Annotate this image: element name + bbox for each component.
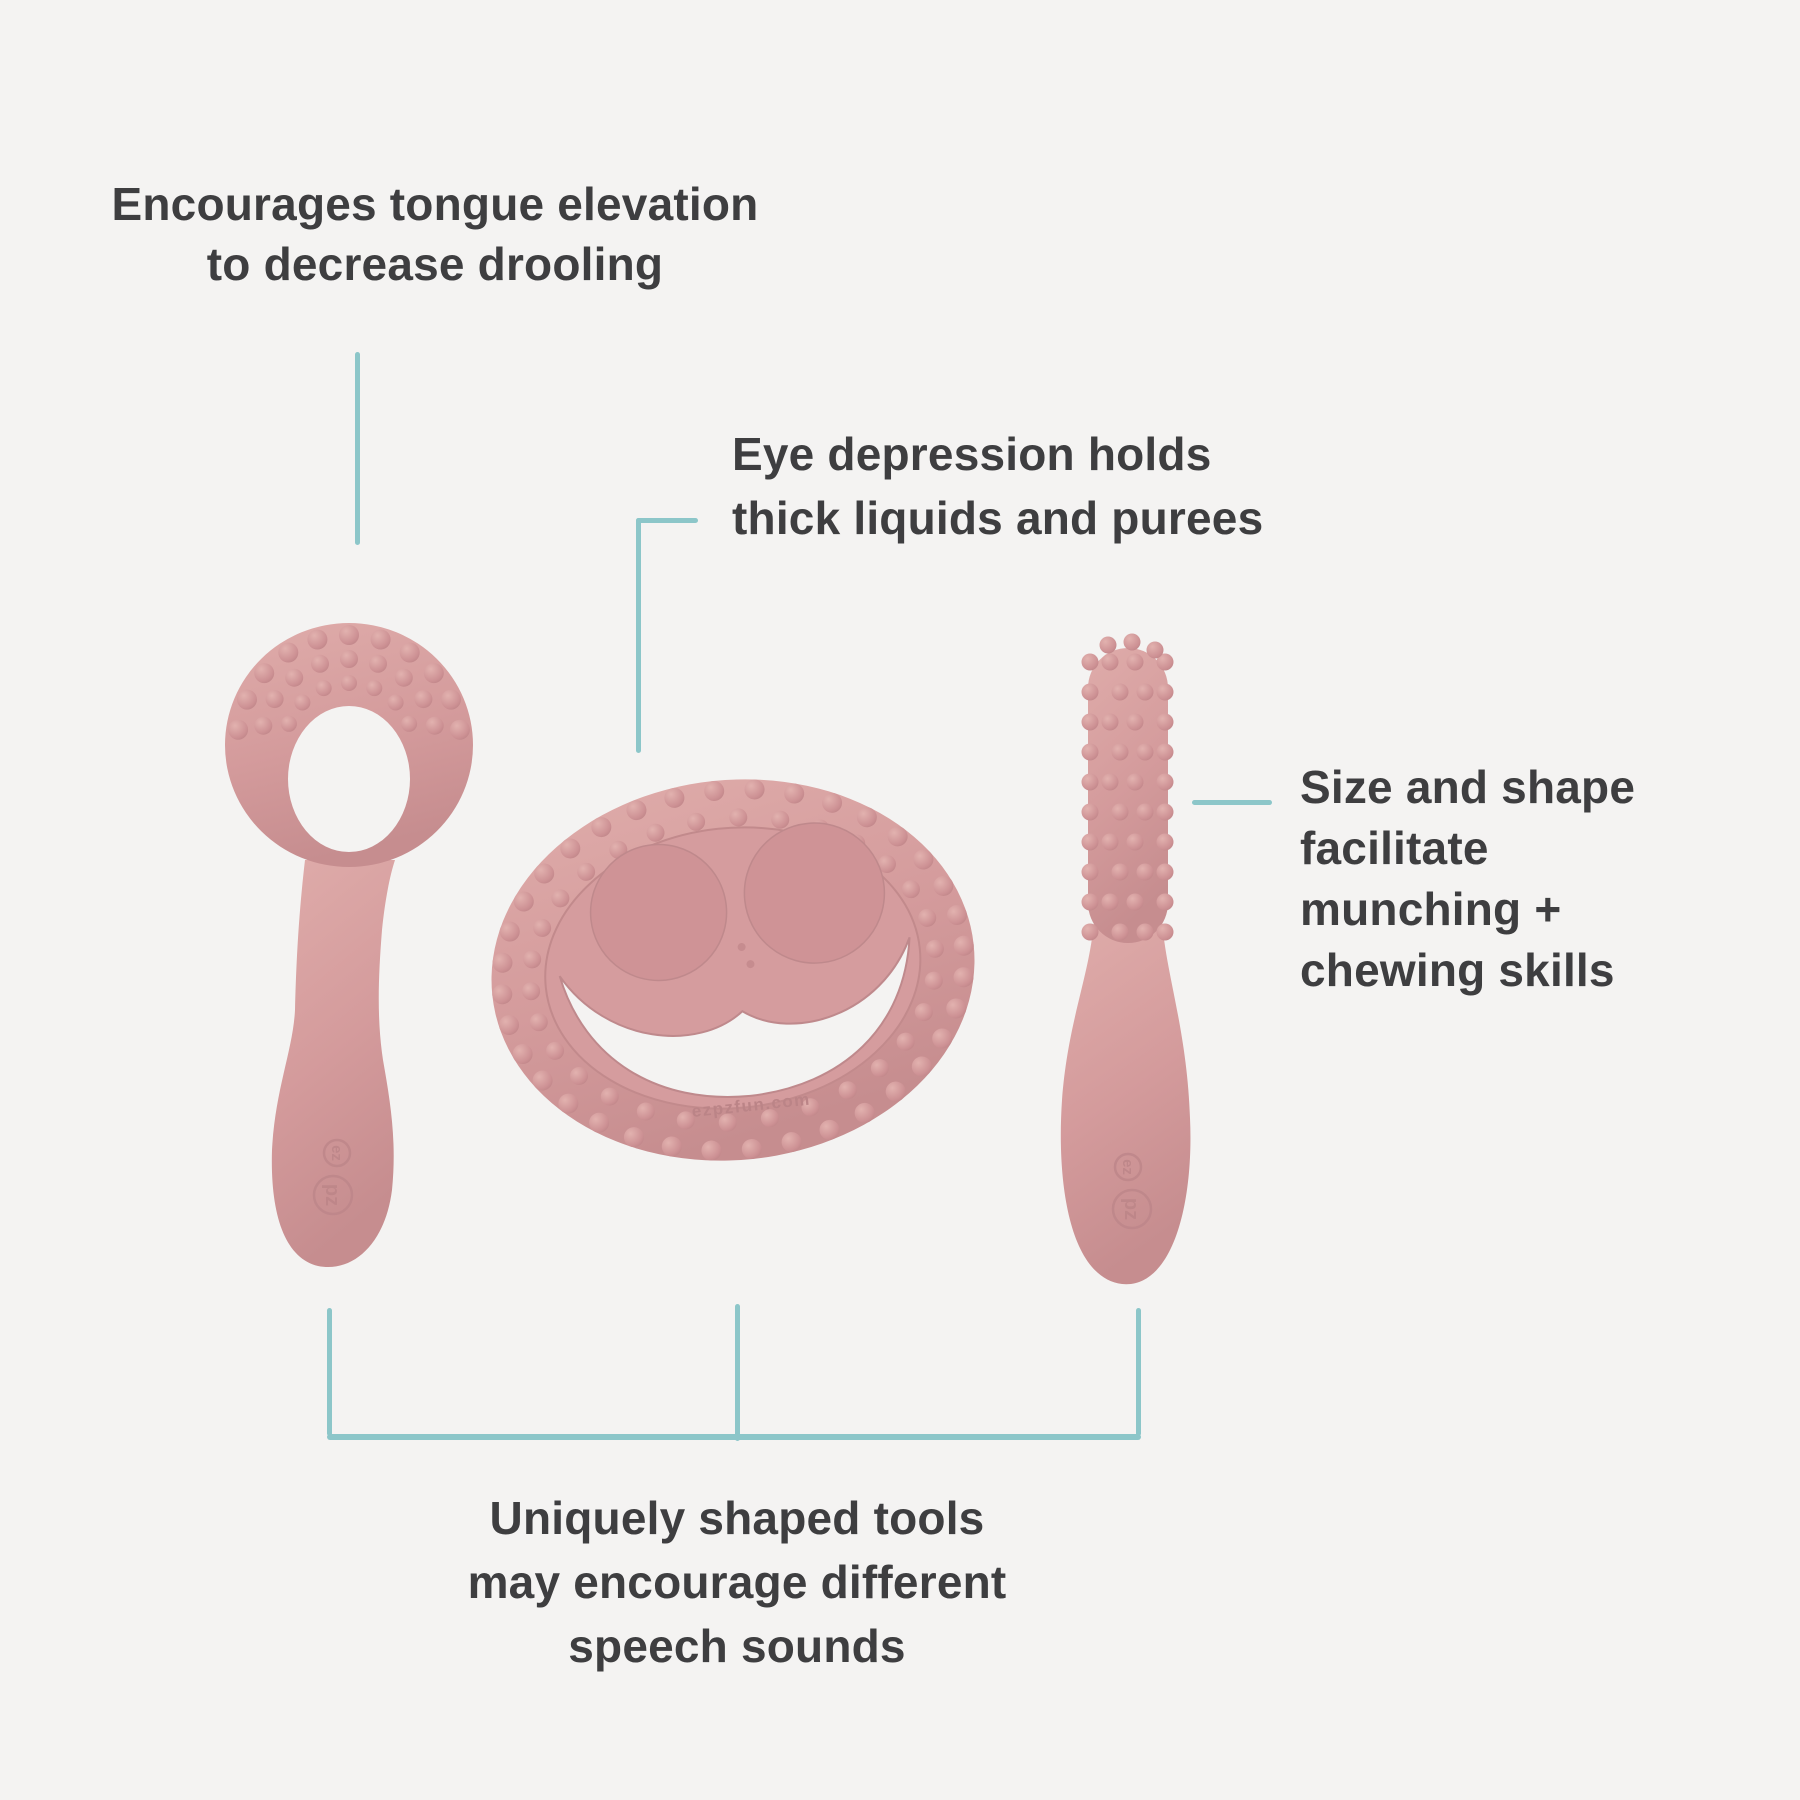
stick-logo-ez-circle <box>1113 1152 1143 1182</box>
annotation-tongue-line2: to decrease drooling <box>206 238 664 290</box>
teether-nose-dot-2 <box>746 960 755 969</box>
bracket-right-tick <box>1136 1308 1141 1436</box>
oval-teether-image: ezpzfun.com <box>491 779 975 1161</box>
teether-eye-depression-left <box>589 843 728 982</box>
teether-nose-dot-1 <box>737 942 746 951</box>
annotation-size-line3: munching + <box>1300 883 1562 935</box>
callout-line-eye-horizontal <box>636 518 698 523</box>
annotation-size-line2: facilitate <box>1300 822 1489 874</box>
annotation-size-line1: Size and shape <box>1300 761 1636 813</box>
teether-smile-cutout <box>558 937 911 1098</box>
wand-bumps-middle <box>254 650 444 735</box>
callout-line-size <box>1192 800 1272 805</box>
bracket-horizontal-bar <box>327 1434 1141 1440</box>
stick-bumps <box>1081 633 1174 941</box>
wand-bumps-inner <box>280 675 418 732</box>
annotation-size-line4: chewing skills <box>1300 944 1615 996</box>
stick-logo-ez-text: ez <box>1119 1159 1136 1175</box>
wand-ring-shape <box>225 623 473 867</box>
annotation-eye-line2: thick liquids and purees <box>732 492 1264 544</box>
annotation-size-shape: Size and shape facilitate munching + che… <box>1300 757 1720 1001</box>
wand-logo-ez-text: ez <box>328 1145 345 1161</box>
annotation-unique-line2: may encourage different <box>467 1556 1007 1608</box>
wand-logo-pz-text: pz <box>321 1184 343 1206</box>
stick-logo-pz-circle <box>1111 1188 1153 1230</box>
annotation-tongue-elevation: Encourages tongue elevation to decrease … <box>85 174 785 294</box>
teether-bumps-outer <box>492 779 974 1161</box>
wand-logo-pz-circle <box>312 1174 354 1216</box>
stick-handle-shape <box>1060 920 1191 1285</box>
wand-logo-ez-circle <box>322 1138 352 1168</box>
annotation-eye-depression: Eye depression holds thick liquids and p… <box>732 422 1372 550</box>
annotation-tongue-line1: Encourages tongue elevation <box>111 178 759 230</box>
annotation-unique-tools: Uniquely shaped tools may encourage diff… <box>387 1486 1087 1678</box>
wand-bumps-outer <box>228 625 470 740</box>
stick-logo-pz-text: pz <box>1120 1198 1142 1220</box>
teether-eye-depression-right <box>743 822 886 964</box>
annotation-unique-line1: Uniquely shaped tools <box>489 1492 985 1544</box>
teether-bumps-inner <box>522 808 944 1132</box>
wand-handle-shape <box>271 860 395 1268</box>
sensory-stick-image: ez pz <box>1060 633 1191 1285</box>
annotation-unique-line3: speech sounds <box>568 1620 906 1672</box>
callout-line-tongue <box>355 352 360 545</box>
callout-line-eye-vertical <box>636 518 641 753</box>
annotation-eye-line1: Eye depression holds <box>732 428 1212 480</box>
bracket-middle-tick <box>735 1304 740 1441</box>
oral-wand-image: ez pz <box>225 623 473 1268</box>
bracket-left-tick <box>327 1308 332 1436</box>
